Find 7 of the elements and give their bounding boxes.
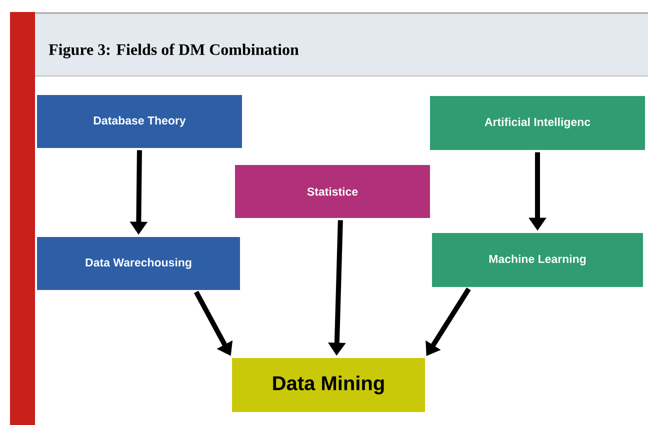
process-box: Statistice (235, 165, 430, 218)
process-box: Data Warechousing (37, 236, 240, 290)
process-box: Database Theory (37, 95, 242, 148)
process-box: Machine Learning (432, 233, 643, 287)
process-box: Artificial Intelligenc (430, 96, 645, 150)
figure-title: Figure 3: Fields of DM Combination (48, 44, 299, 58)
process-box: Data Mining (232, 358, 425, 412)
